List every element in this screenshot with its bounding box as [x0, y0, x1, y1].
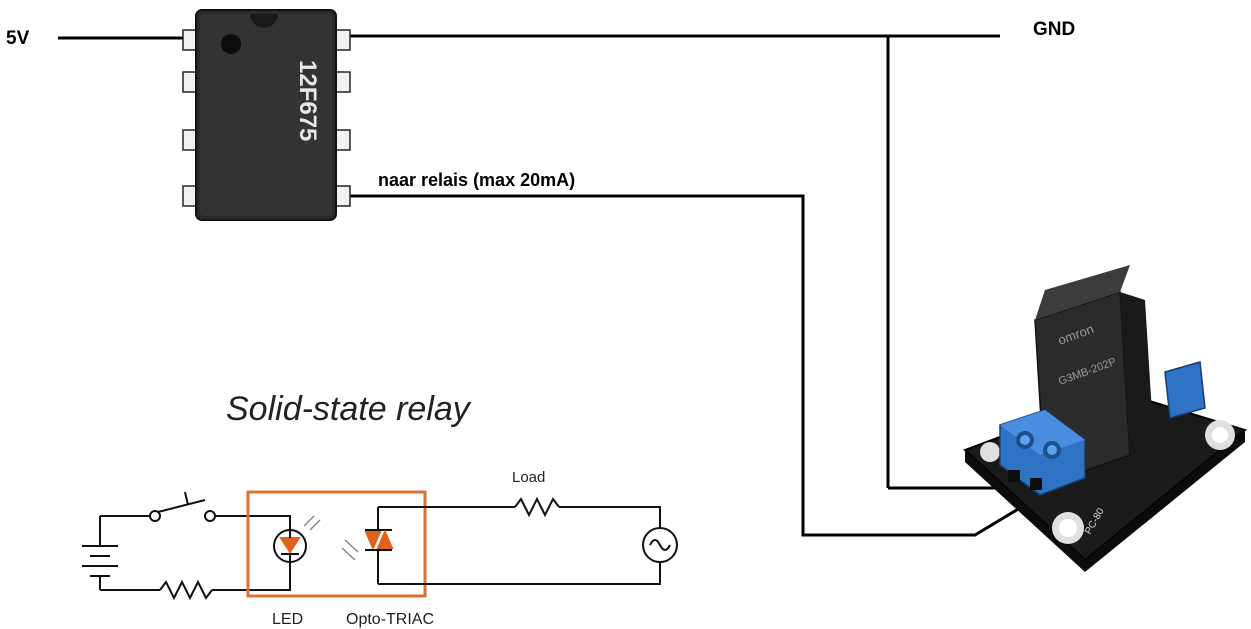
resistor-icon [159, 579, 213, 601]
relay-module-icon: omron G3MB-202P PC-80 [963, 265, 1248, 572]
ground-label: GND [1033, 19, 1075, 40]
battery-icon [82, 516, 118, 590]
output-label: naar relais (max 20mA) [378, 170, 575, 190]
load-label: Load [512, 469, 545, 486]
led-icon [273, 515, 321, 568]
ac-source-icon [642, 527, 678, 563]
switch-icon [149, 491, 216, 522]
ssr-title: Solid-state relay [226, 390, 472, 428]
ic-chip-icon: 12F675 [182, 9, 351, 221]
supply-label: 5V [6, 28, 30, 49]
ssr-schematic [82, 490, 678, 601]
optocoupler-box [246, 490, 427, 598]
triac-icon [341, 507, 394, 584]
chip-label: 12F675 [294, 60, 321, 141]
load-resistor-icon [514, 496, 560, 518]
top-wiring [58, 34, 1021, 537]
wire-output [350, 194, 1021, 537]
triac-label: Opto-TRIAC [346, 611, 434, 628]
led-label: LED [272, 611, 303, 628]
